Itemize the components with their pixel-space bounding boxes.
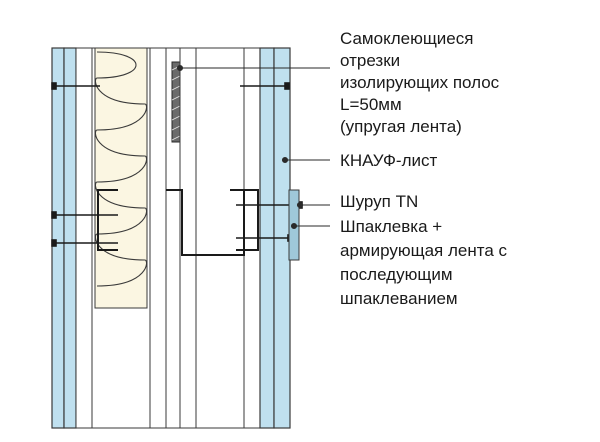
putty-label-line-1: Шпаклевка + [340, 217, 442, 236]
tape-label-line-3: изолирующих полос [340, 73, 500, 92]
leader-lines [176, 64, 330, 230]
right-metal-profile [230, 189, 259, 251]
tape-label-line-2: отрезки [340, 51, 400, 70]
center-metal-profile [166, 189, 245, 256]
putty-label-line-2: армирующая лента с [340, 241, 508, 260]
board-label: КНАУФ-лист [340, 151, 438, 170]
tape-label-line-1: Самоклеющиеся [340, 29, 473, 48]
left-outer-board [51, 47, 65, 429]
mineral-wool-insulation [94, 47, 148, 309]
left-metal-profile [97, 189, 118, 251]
putty-label-line-3: последующим [340, 265, 453, 284]
left-inner-board [63, 47, 77, 429]
tape-label-line-4: L=50мм [340, 95, 402, 114]
putty-label-line-4: шпаклеванием [340, 289, 458, 308]
elastic-tape-strip [171, 61, 181, 143]
tape-label-line-5: (упругая лента) [340, 117, 462, 136]
screw-label: Шуруп TN [340, 192, 418, 211]
